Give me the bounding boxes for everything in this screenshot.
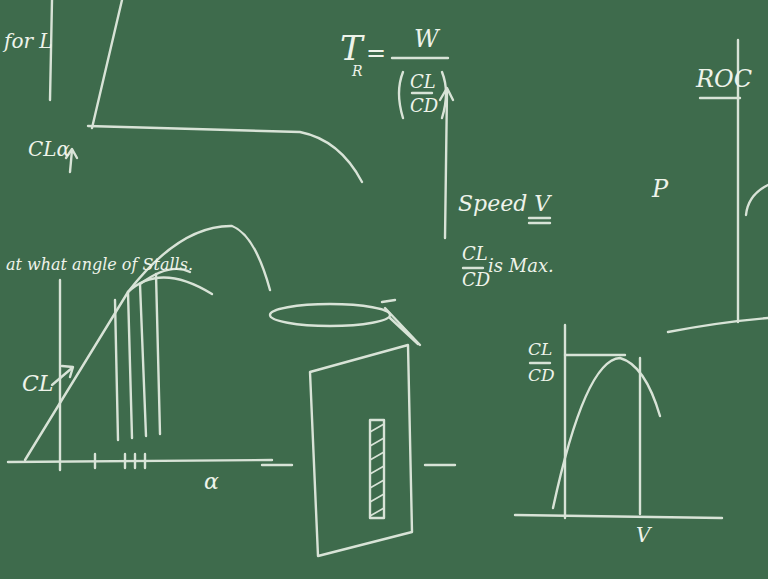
axis-label: CD	[528, 366, 555, 385]
note: at what angle of Stalls.	[6, 256, 193, 274]
axis-label: α	[204, 470, 219, 494]
axis-label: CL	[528, 340, 552, 359]
formula-symbol: W	[414, 26, 439, 52]
note: is Max.	[488, 256, 554, 276]
axis-label: V	[636, 524, 650, 546]
formula-symbol: =	[366, 40, 386, 66]
formula-symbol: CL	[410, 72, 436, 92]
note: CD	[462, 270, 490, 290]
axis-label: CL	[22, 372, 53, 396]
formula-subscript: R	[352, 64, 363, 79]
heading-note: for L	[4, 30, 53, 52]
formula-symbol: T	[340, 30, 363, 67]
axis-label: CLα	[28, 138, 70, 160]
note: CL	[462, 244, 488, 264]
heading-note: ROC	[696, 66, 752, 92]
formula-symbol: CD	[410, 96, 438, 116]
note: Speed V	[458, 192, 550, 216]
axis-label: P	[652, 176, 668, 202]
